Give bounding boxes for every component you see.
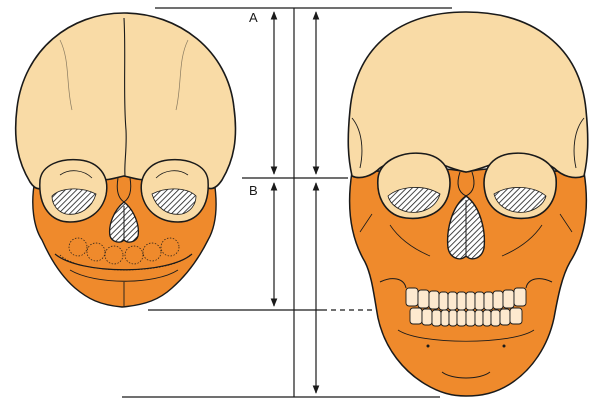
label-b: B: [249, 183, 258, 198]
label-a: A: [249, 10, 258, 25]
adult-cranium: [348, 12, 587, 178]
adult-skull: [348, 12, 587, 396]
infant-skull: [16, 13, 236, 307]
